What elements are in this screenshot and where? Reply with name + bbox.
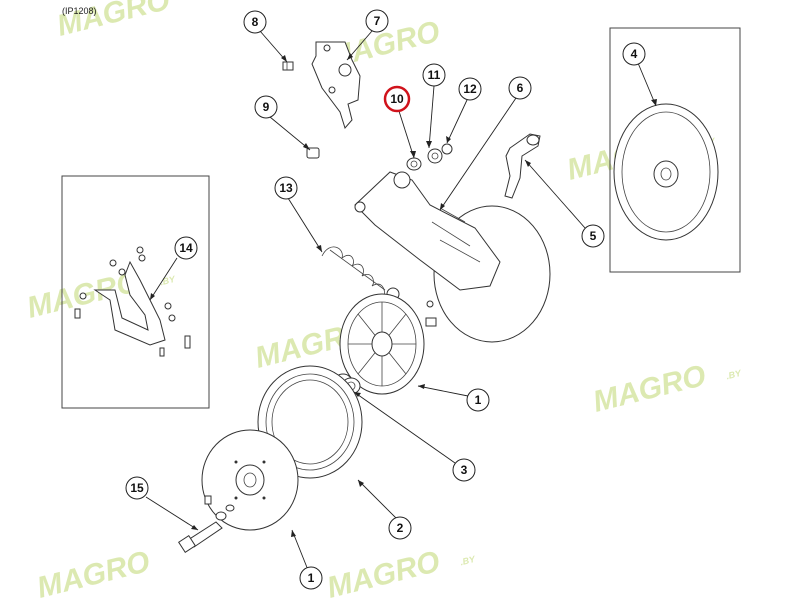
svg-text:MAGRO: MAGRO <box>34 545 154 600</box>
arrow-heads <box>150 53 657 537</box>
part-14-bracket <box>74 246 191 357</box>
svg-text:4: 4 <box>631 47 638 61</box>
part-8-bolt <box>282 61 294 71</box>
callout-3: 3 <box>452 458 476 482</box>
svg-text:6: 6 <box>517 81 524 95</box>
part-9-pin <box>306 147 320 159</box>
svg-text:8: 8 <box>252 15 259 29</box>
svg-text:MAGRO: MAGRO <box>324 545 444 600</box>
watermark: MAGRO .BY <box>324 545 477 605</box>
watermark: MAGRO .BY <box>590 359 743 419</box>
callout-15: 15 <box>125 476 149 500</box>
part-5-handle <box>504 133 541 199</box>
part-11-bushing <box>427 148 443 164</box>
part-13-spring <box>321 246 400 301</box>
part-4-wheel <box>613 103 719 241</box>
callout-6: 6 <box>508 76 532 100</box>
svg-text:12: 12 <box>463 82 477 96</box>
callout-8: 8 <box>243 10 267 34</box>
svg-text:.BY: .BY <box>159 274 177 288</box>
callout-4: 4 <box>622 42 646 66</box>
svg-text:.BY: .BY <box>459 554 477 568</box>
svg-text:13: 13 <box>279 181 293 195</box>
callout-1-lower: 1 <box>299 566 323 590</box>
part-7-bracket <box>311 41 361 130</box>
leader-lines <box>145 30 657 571</box>
part-15-axle-bolt <box>178 495 235 553</box>
callout-13: 13 <box>274 176 298 200</box>
callout-10-highlighted: 10 <box>383 85 411 113</box>
part-1-disc <box>201 429 299 531</box>
part-6-arm-assembly <box>354 171 551 343</box>
callout-9: 9 <box>254 95 278 119</box>
svg-text:15: 15 <box>130 481 144 495</box>
diagram-code: (IP1208) <box>62 6 97 16</box>
callout-7: 7 <box>365 9 389 33</box>
svg-text:1: 1 <box>308 571 315 585</box>
svg-text:14: 14 <box>179 241 193 255</box>
callout-14: 14 <box>174 236 198 260</box>
callout-5: 5 <box>581 224 605 248</box>
callout-1-upper: 1 <box>466 388 490 412</box>
part-12-nut <box>441 143 453 155</box>
svg-text:1: 1 <box>475 393 482 407</box>
callout-2: 2 <box>388 516 412 540</box>
svg-text:2: 2 <box>397 521 404 535</box>
svg-text:3: 3 <box>461 463 468 477</box>
svg-text:MAGRO: MAGRO <box>590 359 710 419</box>
svg-text:7: 7 <box>374 14 381 28</box>
svg-text:.BY: .BY <box>725 368 743 382</box>
callout-12: 12 <box>458 77 482 101</box>
callouts: 8 7 10 11 12 6 4 9 <box>125 9 646 590</box>
svg-text:5: 5 <box>590 229 597 243</box>
callout-11: 11 <box>422 63 446 87</box>
part-1-spoked-hub <box>339 293 425 395</box>
watermark: MAGRO <box>34 545 154 605</box>
part-10-washer <box>406 157 422 171</box>
svg-text:10: 10 <box>390 92 404 106</box>
inset-box-part-4 <box>609 27 741 273</box>
svg-text:11: 11 <box>428 68 441 82</box>
inset-box-part-14 <box>61 175 210 409</box>
svg-text:9: 9 <box>263 100 270 114</box>
